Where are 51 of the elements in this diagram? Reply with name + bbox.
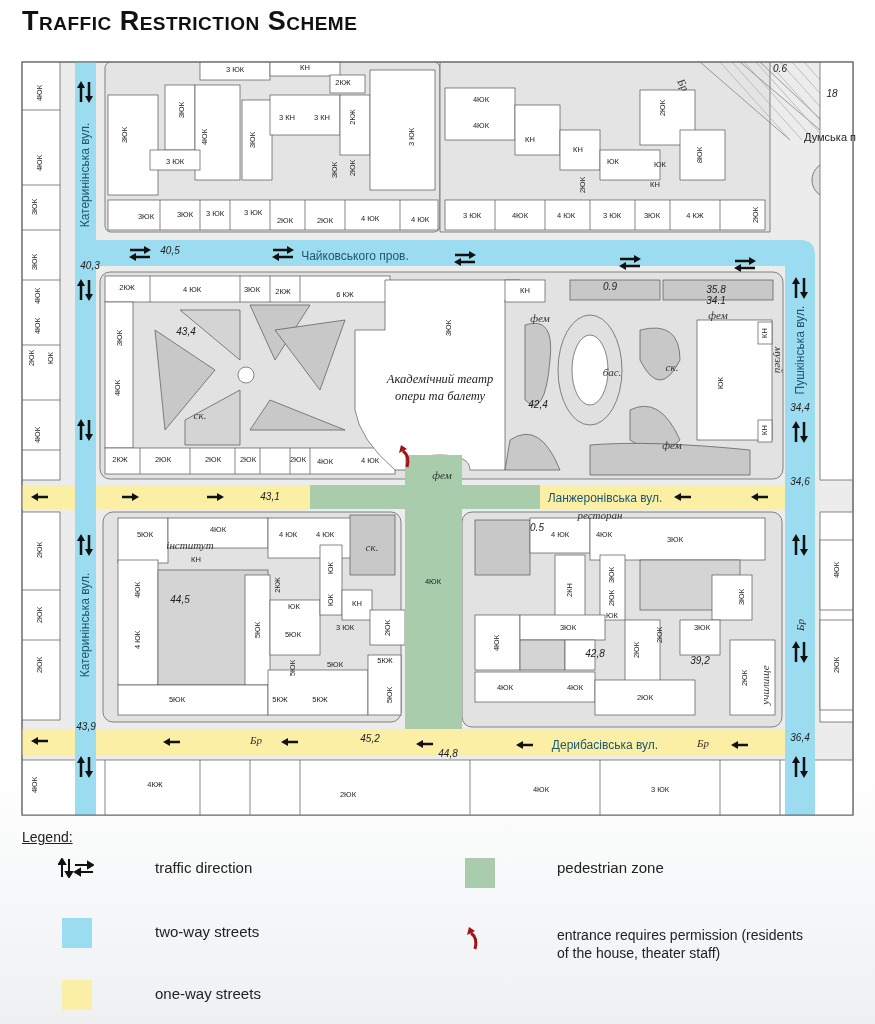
elevation-mark: 34,6 [790,477,810,487]
map-annotation: ск. [193,409,207,421]
legend-label: entrance requires permission (residents of the house, theater staff) [557,926,804,963]
map-annotation: ск. [665,361,679,373]
map-annotation: фем [708,309,728,321]
elevation-mark: 39,2 [690,656,710,666]
map-annotation: інститут [166,539,214,551]
map-annotation: Бр [250,734,262,746]
building-name: Академічний театр опери та балету [385,371,495,405]
map-annotation: ресторан [577,509,623,521]
map-annotation: Бр [697,737,709,749]
place-name: Думська п [804,131,856,143]
street-name: Пушкінська вул. [794,305,806,395]
elevation-mark: 40,5 [160,246,180,256]
street-name: Чайковського пров. [301,250,409,262]
street-name: Ланжеронівська вул. [547,492,663,504]
map-annotation: фем [432,469,452,481]
elevation-mark: 40,3 [80,261,100,271]
legend-label: traffic direction [155,858,253,878]
elevation-mark: 0.9 [603,282,617,292]
street-name: Дерибасівська вул. [551,739,659,751]
elevation-mark: 34.1 [706,296,726,306]
legend-heading: Legend: [22,830,73,844]
legend-label: one-way streets [155,984,261,1004]
elevation-mark: 43,1 [260,492,280,502]
elevation-mark: 35.8 [706,285,726,295]
street-name: Катеринінська вул. [79,122,91,228]
elevation-mark: 44,8 [438,749,458,759]
elevation-mark: 34,4 [790,403,810,413]
map-annotation: фем [662,439,682,451]
elevation-mark: 43,9 [76,722,96,732]
page-title: Traffic Restriction Scheme [22,6,358,37]
elevation-mark: 42,4 [528,400,548,410]
map-annotation: Бр [794,619,806,631]
map-annotation: Бр [675,77,691,93]
legend-label: pedestrian zone [557,858,664,878]
elevation-mark: 43,4 [176,327,196,337]
map-annotation: фем [530,312,550,324]
map-annotation: бас. [602,366,622,378]
elevation-mark: 42,8 [585,649,605,659]
elevation-mark: 44,5 [170,595,190,605]
legend-label: two-way streets [155,922,260,942]
elevation-mark: 36,4 [790,733,810,743]
elevation-mark: 0.6 [773,64,787,74]
map-annotation: музей [772,346,784,374]
street-name: Катеринінська вул. [79,572,91,678]
elevation-mark: 45,2 [360,734,380,744]
elevation-mark: 18 [826,89,838,99]
map-annotation: училище [759,665,771,705]
elevation-mark: 0.5 [530,523,544,533]
map-annotation: ск. [365,541,379,553]
